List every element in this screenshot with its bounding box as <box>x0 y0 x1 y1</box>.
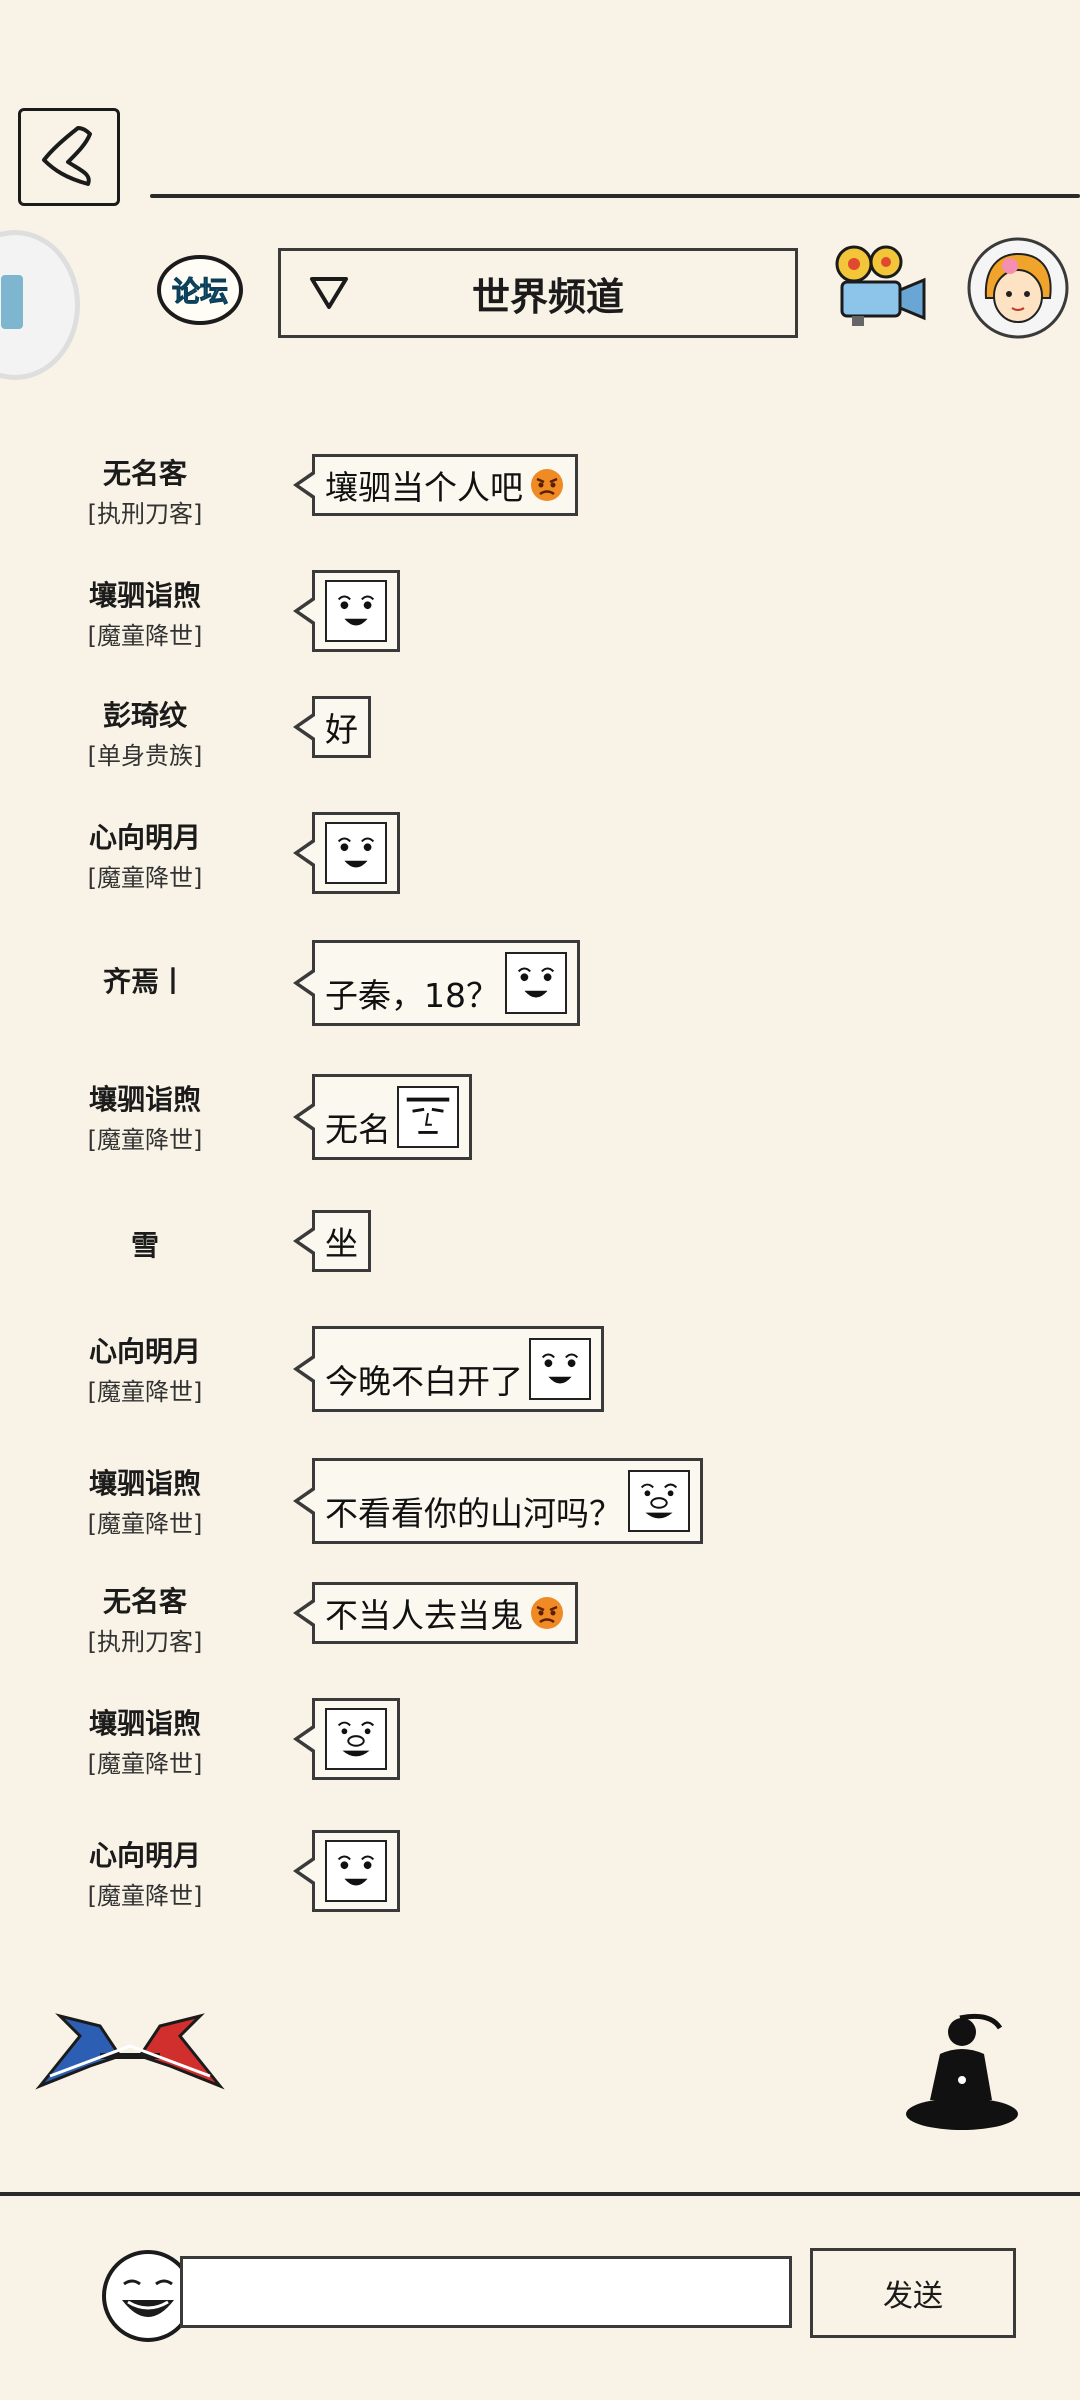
message-text: 不看看你的山河吗？ <box>325 1494 622 1533</box>
sender-title: [魔童降世] <box>87 1126 203 1154</box>
sender-name[interactable]: 壤驷诣煦 <box>88 1083 201 1116</box>
sender-title: [魔童降世] <box>87 622 203 650</box>
message-bubble[interactable]: 无名 <box>293 1074 472 1160</box>
smile-sticker-icon <box>325 822 387 884</box>
input-divider <box>0 2192 1080 2196</box>
sender-title: [单身贵族] <box>87 742 203 770</box>
profile-avatar-icon[interactable] <box>966 236 1070 340</box>
sender-title: [魔童降世] <box>87 864 203 892</box>
message-text: 不当人去当鬼 <box>325 1596 523 1635</box>
send-button[interactable]: 发送 <box>810 2248 1016 2338</box>
message-bubble[interactable]: 不当人去当鬼 <box>293 1582 578 1644</box>
back-button[interactable] <box>18 108 120 206</box>
sender-title: [执刑刀客] <box>87 1628 203 1656</box>
meditation-icon[interactable] <box>900 2010 1030 2140</box>
message-text: 今晚不白开了 <box>325 1362 523 1401</box>
channel-title: 世界频道 <box>471 274 624 319</box>
side-avatar-icon[interactable] <box>0 230 80 380</box>
sender-name[interactable]: 无名客 <box>102 457 187 490</box>
angry-emoji-icon <box>531 469 563 501</box>
sender-title: [魔童降世] <box>87 1378 203 1406</box>
message-bubble[interactable]: 坐 <box>293 1210 371 1272</box>
sender-name[interactable]: 雪 <box>130 1229 159 1262</box>
sender-name[interactable]: 心向明月 <box>88 1335 201 1368</box>
sender-name[interactable]: 心向明月 <box>88 1839 201 1872</box>
forum-icon[interactable]: 论坛 <box>155 253 245 327</box>
smile-sticker-icon <box>505 952 567 1014</box>
message-text: 无名 <box>325 1110 391 1149</box>
message-bubble[interactable] <box>293 570 400 652</box>
message-text: 好 <box>325 710 358 749</box>
message-text: 壤驷当个人吧 <box>325 468 523 507</box>
header-divider <box>150 194 1080 198</box>
message-text: 子秦，18？ <box>325 976 499 1015</box>
smile-sticker-icon <box>325 1840 387 1902</box>
message-text: 坐 <box>325 1224 358 1263</box>
status-bar <box>0 0 1080 80</box>
message-bubble[interactable]: 不看看你的山河吗？ <box>293 1458 703 1544</box>
message-bubble[interactable]: 好 <box>293 696 371 758</box>
sender-name[interactable]: 壤驷诣煦 <box>88 1467 201 1500</box>
message-bubble[interactable]: 今晚不白开了 <box>293 1326 604 1412</box>
message-bubble[interactable] <box>293 812 400 894</box>
stern-face-sticker-icon <box>397 1086 459 1148</box>
sender-title: [魔童降世] <box>87 1750 203 1778</box>
smile-sticker-icon <box>325 580 387 642</box>
laugh-emoji-icon[interactable] <box>100 2248 196 2344</box>
dropdown-triangle-icon <box>310 277 348 309</box>
sender-name[interactable]: 无名客 <box>102 1585 187 1618</box>
sender-name[interactable]: 壤驷诣煦 <box>88 579 201 612</box>
message-bubble[interactable] <box>293 1698 400 1780</box>
pig-face-sticker-icon <box>628 1470 690 1532</box>
angry-emoji-icon <box>531 1597 563 1629</box>
smile-sticker-icon <box>529 1338 591 1400</box>
message-bubble[interactable]: 壤驷当个人吧 <box>293 454 578 516</box>
chat-input[interactable] <box>180 2256 792 2328</box>
back-arrow-icon <box>42 126 92 186</box>
message-bubble[interactable] <box>293 1830 400 1912</box>
message-bubble[interactable]: 子秦，18？ <box>293 940 580 1026</box>
pvp-battle-icon[interactable] <box>30 1996 230 2090</box>
forum-label: 论坛 <box>172 275 228 308</box>
pig-face-sticker-icon <box>325 1708 387 1770</box>
sender-name[interactable]: 齐焉丨 <box>102 965 187 998</box>
channel-selector[interactable]: 世界频道 <box>278 248 798 338</box>
sender-name[interactable]: 壤驷诣煦 <box>88 1707 201 1740</box>
sender-title: [魔童降世] <box>87 1882 203 1910</box>
sender-title: [魔童降世] <box>87 1510 203 1538</box>
camera-icon[interactable] <box>830 240 930 330</box>
sender-name[interactable]: 彭琦纹 <box>102 699 187 732</box>
sender-name[interactable]: 心向明月 <box>88 821 201 854</box>
sender-title: [执刑刀客] <box>87 500 203 528</box>
